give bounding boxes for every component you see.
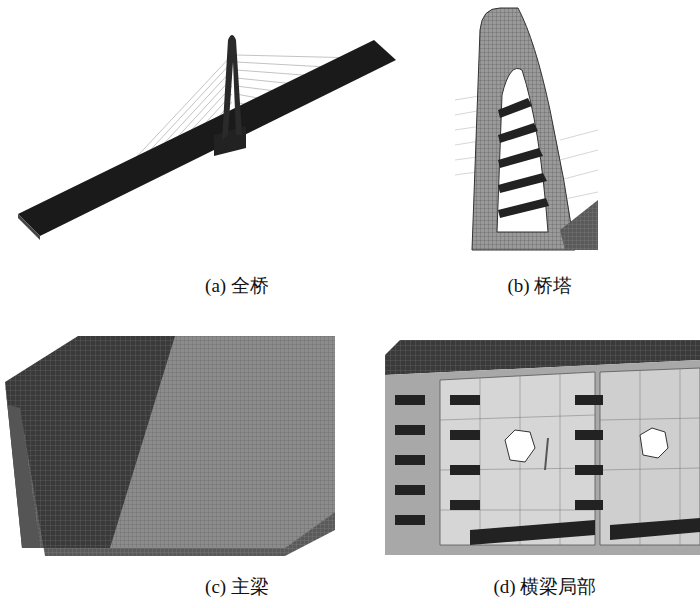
panel-caption: (b) 桥塔 xyxy=(506,273,575,299)
full-bridge-model xyxy=(18,35,396,240)
cross-beam-model xyxy=(385,340,700,555)
panel-caption: (a) 全桥 xyxy=(203,273,271,299)
panel-caption: (d) 横梁局部 xyxy=(492,574,599,600)
panel-caption: (c) 主梁 xyxy=(203,574,271,600)
main-girder-model xyxy=(5,336,335,556)
pylon-model xyxy=(455,8,598,250)
